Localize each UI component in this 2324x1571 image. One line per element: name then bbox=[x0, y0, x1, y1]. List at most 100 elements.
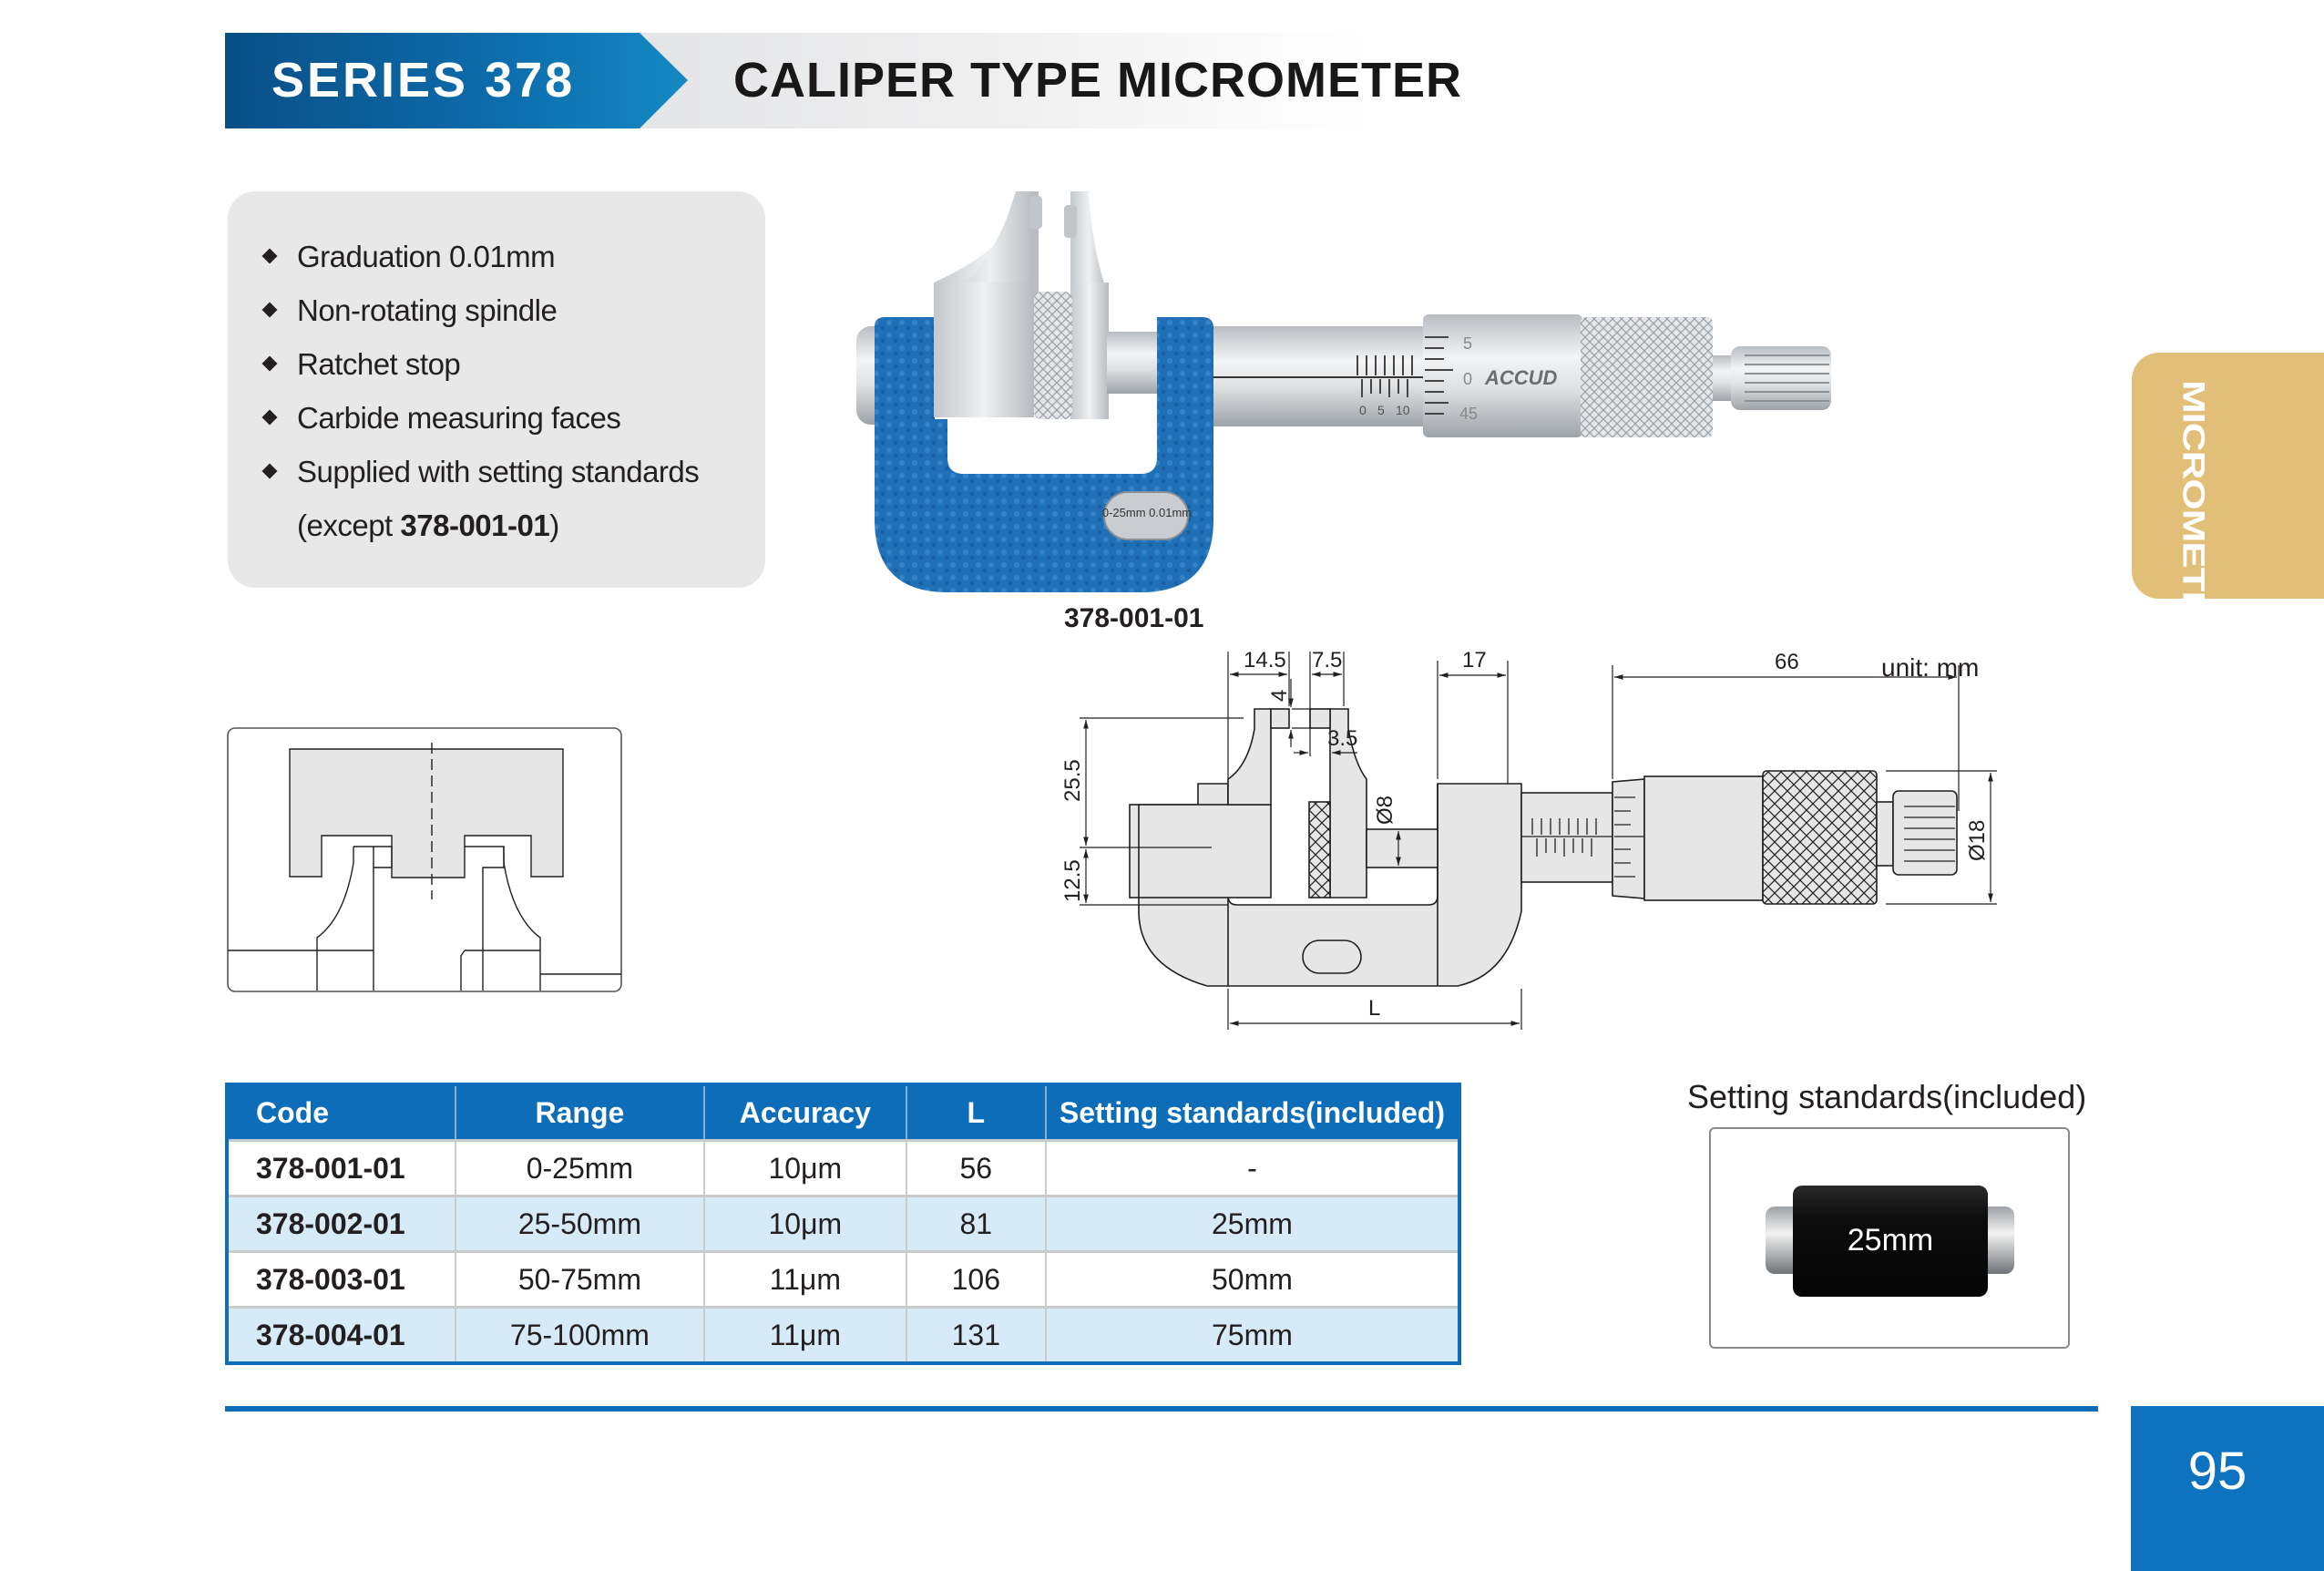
nameplate bbox=[1103, 491, 1189, 540]
sleeve-outline bbox=[1520, 792, 1613, 883]
table-row: 378-002-01 25-50mm 10μm 81 25mm bbox=[227, 1195, 1459, 1252]
footer-rule bbox=[225, 1406, 2098, 1412]
movable-jaw bbox=[1034, 191, 1109, 419]
photo-caption: 378-001-01 bbox=[1064, 603, 1204, 633]
page-number-tab: 95 bbox=[2131, 1406, 2324, 1571]
nameplate-text: 0-25mm 0.01mm bbox=[1102, 506, 1192, 519]
cell-standard: - bbox=[1044, 1139, 1459, 1196]
diamond-bullet-icon bbox=[261, 302, 278, 318]
cell-l: 56 bbox=[905, 1139, 1046, 1196]
dim-spindle-dia: Ø8 bbox=[1373, 796, 1397, 825]
cell-range: 50-75mm bbox=[454, 1250, 704, 1308]
thimble-mark: 0 bbox=[1463, 370, 1472, 388]
section-tab-label: MICROMETER bbox=[2176, 380, 2212, 645]
page-title: CALIPER TYPE MICROMETER bbox=[733, 53, 1463, 108]
diamond-bullet-icon bbox=[261, 355, 278, 372]
col-header-l: L bbox=[905, 1084, 1046, 1141]
technical-drawing: 14.5 7.5 4 3.5 25.5 12.5 Ø8 17 66 Ø18 L bbox=[1060, 648, 1997, 1030]
anvil-body bbox=[1129, 804, 1272, 898]
page-number: 95 bbox=[2187, 1442, 2247, 1501]
spec-table: Code Range Accuracy L Setting standards(… bbox=[225, 1083, 1461, 1365]
section-tab: MICROMETER bbox=[2132, 353, 2324, 645]
sleeve-mark: 5 bbox=[1377, 403, 1385, 417]
diamond-bullet-icon bbox=[261, 409, 278, 426]
dim-thimble-dia: Ø18 bbox=[1965, 820, 1990, 861]
dim-lower-height: 12.5 bbox=[1060, 859, 1085, 902]
standard-label: 25mm bbox=[1848, 1223, 1933, 1258]
sleeve-mark: 0 bbox=[1359, 403, 1367, 417]
standard-body bbox=[1793, 1186, 1988, 1297]
cell-range: 0-25mm bbox=[454, 1139, 704, 1196]
setting-standards-title: Setting standards(included) bbox=[1687, 1078, 2087, 1115]
thimble-mark: 45 bbox=[1459, 405, 1478, 423]
frame-outline bbox=[1138, 783, 1522, 987]
fixed-jaw-outline bbox=[1227, 708, 1272, 806]
cell-range: 25-50mm bbox=[454, 1195, 704, 1252]
fixed-jaw-tip bbox=[1270, 708, 1290, 729]
feature-item: Supplied with setting standards bbox=[261, 454, 700, 490]
feature-item: Graduation 0.01mm bbox=[261, 239, 556, 275]
dim-frame-length: L bbox=[1368, 996, 1380, 1021]
diamond-bullet-icon bbox=[261, 463, 278, 479]
table-row: 378-004-01 75-100mm 11μm 131 75mm bbox=[227, 1306, 1459, 1363]
feature-list: Graduation 0.01mm Non-rotating spindle R… bbox=[228, 191, 765, 588]
jaw-detail-diagram bbox=[227, 727, 622, 992]
ratchet-outline bbox=[1892, 790, 1958, 876]
note-code: 378-001-01 bbox=[400, 508, 550, 542]
thimble: 5 0 45 ACCUD bbox=[1423, 314, 1582, 437]
dim-head-length: 66 bbox=[1775, 650, 1799, 674]
spindle bbox=[1107, 332, 1157, 394]
fixed-jaw bbox=[934, 191, 1042, 417]
table-row: 378-003-01 50-75mm 11μm 106 50mm bbox=[227, 1250, 1459, 1308]
feature-text: Supplied with setting standards bbox=[297, 455, 700, 488]
thimble-body bbox=[1643, 775, 1764, 901]
col-header-code: Code bbox=[227, 1084, 456, 1141]
sleeve: 0 5 10 bbox=[1213, 326, 1430, 426]
cell-accuracy: 11μm bbox=[702, 1250, 906, 1308]
cell-l: 106 bbox=[905, 1250, 1046, 1308]
dim-jaw-height: 25.5 bbox=[1060, 759, 1085, 802]
dim-tip-width: 7.5 bbox=[1312, 648, 1342, 673]
note-suffix: ) bbox=[549, 508, 559, 542]
col-header-standard: Setting standards(included) bbox=[1044, 1084, 1459, 1141]
dim-sleeve-length: 17 bbox=[1462, 648, 1487, 673]
feature-text: Graduation 0.01mm bbox=[297, 240, 556, 273]
col-header-range: Range bbox=[454, 1084, 704, 1141]
feature-item: Carbide measuring faces bbox=[261, 400, 621, 436]
series-band bbox=[225, 33, 688, 128]
dim-tip-offset: 3.5 bbox=[1327, 726, 1357, 751]
series-label: SERIES 378 bbox=[271, 53, 576, 108]
title-band bbox=[638, 33, 1367, 128]
feature-text: Non-rotating spindle bbox=[297, 293, 558, 327]
diamond-bullet-icon bbox=[261, 248, 278, 264]
thimble-mark: 5 bbox=[1463, 334, 1472, 353]
note-prefix: (except bbox=[297, 508, 401, 542]
col-header-accuracy: Accuracy bbox=[702, 1084, 906, 1141]
cell-code: 378-001-01 bbox=[227, 1139, 456, 1196]
cell-standard: 75mm bbox=[1044, 1306, 1459, 1363]
feature-note: (except 378-001-01) bbox=[264, 508, 559, 544]
dim-tip-height: 4 bbox=[1267, 690, 1292, 702]
sleeve-mark: 10 bbox=[1396, 403, 1410, 417]
knurled-grip bbox=[1581, 317, 1713, 437]
brand-logo: ACCUD bbox=[1484, 366, 1558, 389]
knurled-grip-outline bbox=[1762, 770, 1878, 905]
product-photo: 0-25mm 0.01mm 0 5 10 bbox=[856, 191, 1831, 592]
cell-accuracy: 11μm bbox=[702, 1306, 906, 1363]
feature-item: Ratchet stop bbox=[261, 346, 461, 383]
feature-item: Non-rotating spindle bbox=[261, 293, 558, 329]
cell-standard: 50mm bbox=[1044, 1250, 1459, 1308]
movable-jaw-tip bbox=[1309, 708, 1331, 729]
feature-text: Ratchet stop bbox=[297, 347, 461, 381]
dim-jaw-width: 14.5 bbox=[1244, 648, 1286, 673]
cell-accuracy: 10μm bbox=[702, 1195, 906, 1252]
cell-code: 378-004-01 bbox=[227, 1306, 456, 1363]
cell-code: 378-003-01 bbox=[227, 1250, 456, 1308]
movable-jaw-knurl bbox=[1308, 801, 1331, 898]
spindle-outline bbox=[1366, 828, 1438, 868]
ratchet-stop bbox=[1713, 346, 1831, 410]
nameplate-slot bbox=[1302, 940, 1362, 974]
cell-l: 131 bbox=[905, 1306, 1046, 1363]
feature-text: Carbide measuring faces bbox=[297, 401, 621, 435]
setting-block bbox=[289, 748, 564, 878]
